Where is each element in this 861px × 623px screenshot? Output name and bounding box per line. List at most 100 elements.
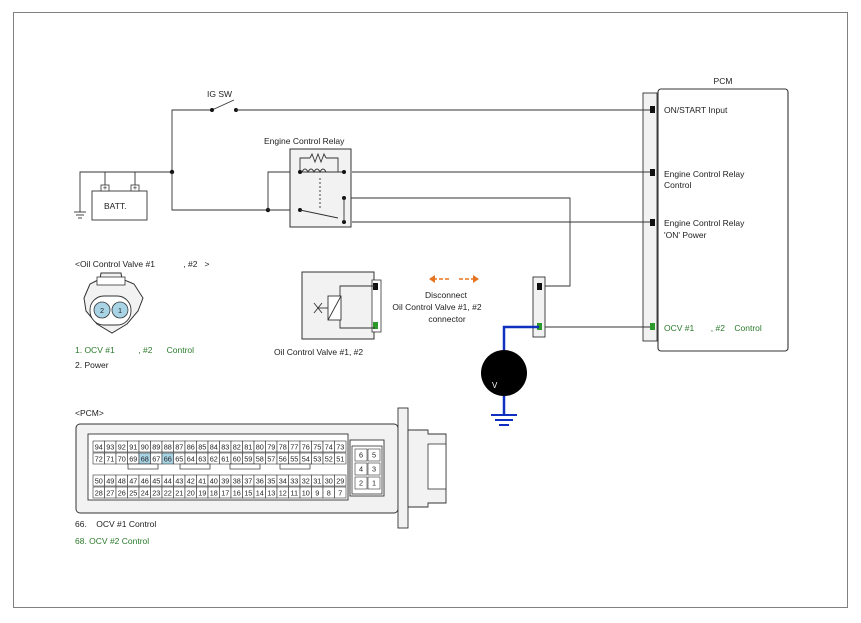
connector-pin-39: 39 [221, 476, 229, 485]
connector-pin-54: 54 [302, 454, 310, 463]
disconnect-line-2: Oil Control Valve #1, #2 [392, 302, 481, 312]
pcm-label-ecr-control-1: Engine Control Relay [664, 169, 745, 179]
harness-connector [532, 276, 546, 338]
batt-label: BATT. [104, 201, 127, 211]
ocv-connector: <Oil Control Valve #1 , #2 > 2 1 1. OCV … [75, 259, 210, 370]
disconnect-annotation: Disconnect Oil Control Valve #1, #2 conn… [392, 275, 482, 324]
connector-pin-92: 92 [118, 442, 126, 451]
connector-pin-cell [367, 462, 381, 476]
connector-pin-cell [334, 486, 347, 499]
oil-control-valve: Oil Control Valve #1, #2 [274, 271, 382, 357]
connector-pin-50: 50 [95, 476, 103, 485]
connector-pin-65: 65 [175, 454, 183, 463]
connector-pin-40: 40 [210, 476, 218, 485]
connector-pin-47: 47 [129, 476, 137, 485]
connector-pin-cell [354, 476, 368, 490]
connector-pin-71: 71 [106, 454, 114, 463]
pcm-label-ecr-control-2: Control [664, 180, 692, 190]
disconnect-line-3: connector [428, 314, 465, 324]
pcm-connector-title: <PCM> [75, 408, 104, 418]
connector-pin-86: 86 [187, 442, 195, 451]
connector-pin-17: 17 [221, 488, 229, 497]
connector-pin-34: 34 [279, 476, 287, 485]
pcm-label-ecr-on-1: Engine Control Relay [664, 218, 745, 228]
connector-pin-25: 25 [129, 488, 137, 497]
connector-pin-76: 76 [302, 442, 310, 451]
connector-pin-52: 52 [325, 454, 333, 463]
connector-pin-19: 19 [198, 488, 206, 497]
relay-title: Engine Control Relay [264, 136, 345, 146]
connector-pin-62: 62 [210, 454, 218, 463]
connector-pin-5: 5 [372, 451, 376, 460]
connector-pin-27: 27 [106, 488, 114, 497]
connector-pin-31: 31 [313, 476, 321, 485]
connector-pin-72: 72 [95, 454, 103, 463]
connector-pin-33: 33 [290, 476, 298, 485]
connector-pin-cell [334, 452, 347, 465]
connector-pin-cell [354, 462, 368, 476]
connector-pin-88: 88 [164, 442, 172, 451]
connector-pin-77: 77 [290, 442, 298, 451]
connector-pin-60: 60 [233, 454, 241, 463]
connector-pin-66: 66 [164, 454, 172, 463]
svg-text:1: 1 [118, 306, 122, 315]
connector-pin-7: 7 [338, 488, 342, 497]
connector-pin-20: 20 [187, 488, 195, 497]
pcm-pin-ecr-control [650, 169, 655, 176]
ocv-pin-2-label: 2. Power [75, 360, 109, 370]
connector-pin-18: 18 [210, 488, 218, 497]
connector-pin-28: 28 [95, 488, 103, 497]
connector-pin-21: 21 [175, 488, 183, 497]
connector-pin-41: 41 [198, 476, 206, 485]
connector-pin-53: 53 [313, 454, 321, 463]
ocv-pin-1-label: 1. OCV #1 , #2 Control [75, 345, 194, 355]
connector-pin-93: 93 [106, 442, 114, 451]
wiring [74, 99, 650, 328]
connector-pin-13: 13 [267, 488, 275, 497]
diagram-frame [13, 12, 848, 608]
connector-pin-8: 8 [327, 488, 331, 497]
pcm-title: PCM [714, 76, 733, 86]
connector-pin-56: 56 [279, 454, 287, 463]
connector-pin-61: 61 [221, 454, 229, 463]
connector-pin-32: 32 [302, 476, 310, 485]
voltmeter-label: V [492, 381, 498, 390]
connector-pin-70: 70 [118, 454, 126, 463]
connector-pin-91: 91 [129, 442, 137, 451]
svg-text:2: 2 [100, 306, 104, 315]
connector-pin-67: 67 [152, 454, 160, 463]
connector-pin-42: 42 [187, 476, 195, 485]
connector-pin-45: 45 [152, 476, 160, 485]
connector-pin-78: 78 [279, 442, 287, 451]
connector-pin-49: 49 [106, 476, 114, 485]
connector-pin-6: 6 [359, 451, 363, 460]
connector-pin-51: 51 [336, 454, 344, 463]
battery: + + BATT. [91, 183, 148, 221]
connector-pin-55: 55 [290, 454, 298, 463]
connector-pin-63: 63 [198, 454, 206, 463]
connector-pin-46: 46 [141, 476, 149, 485]
pcm-pin-ecr-on [650, 219, 655, 226]
connector-pin-94: 94 [95, 442, 103, 451]
connector-pin-44: 44 [164, 476, 172, 485]
connector-pin-11: 11 [290, 488, 298, 497]
connector-pin-37: 37 [244, 476, 252, 485]
connector-pin-90: 90 [141, 442, 149, 451]
arrow-right-icon [473, 275, 479, 283]
connector-pin-22: 22 [164, 488, 172, 497]
connector-pin-3: 3 [372, 465, 376, 474]
ocv-title: <Oil Control Valve #1 , #2 > [75, 259, 210, 269]
connector-pin-4: 4 [359, 465, 363, 474]
connector-pin-9: 9 [315, 488, 319, 497]
arrow-left-icon [429, 275, 435, 283]
connector-pin-43: 43 [175, 476, 183, 485]
connector-pin-cell [334, 474, 347, 487]
connector-pin-36: 36 [256, 476, 264, 485]
connector-pin-84: 84 [210, 442, 218, 451]
connector-pin-57: 57 [267, 454, 275, 463]
connector-pin-80: 80 [256, 442, 264, 451]
